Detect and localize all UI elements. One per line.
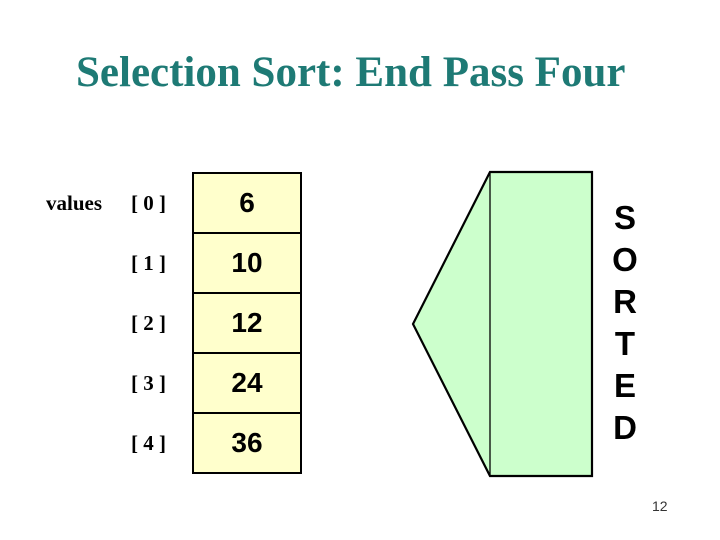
sorted-letter: R — [613, 283, 637, 320]
array-row: [ 3 ] 24 — [117, 352, 302, 414]
sorted-letter: D — [613, 409, 637, 446]
page-number: 12 — [652, 498, 668, 514]
sorted-letter: T — [614, 325, 636, 362]
array-index-label: [ 0 ] — [131, 190, 166, 215]
array-cell: 36 — [192, 412, 302, 474]
pentagon-body — [411, 170, 594, 478]
array-index-label: [ 1 ] — [131, 250, 166, 275]
left-pointing-pentagon-icon — [411, 170, 594, 478]
array-row: [ 2 ] 12 — [117, 292, 302, 354]
array-table: [ 0 ] 6 [ 1 ] 10 [ 2 ] 12 [ 3 ] 24 [ 4 ]… — [117, 172, 302, 474]
array-cell: 12 — [192, 292, 302, 354]
sorted-letter: E — [613, 367, 636, 404]
sorted-letter: O — [612, 241, 638, 278]
slide-title: Selection Sort: End Pass Four — [76, 49, 626, 96]
array-index-label: [ 3 ] — [131, 370, 166, 395]
array-row: [ 4 ] 36 — [117, 412, 302, 474]
array-index-label: [ 2 ] — [131, 310, 166, 335]
array-cell: 6 — [192, 172, 302, 234]
sorted-letter: S — [613, 199, 636, 236]
array-index-label: [ 4 ] — [131, 430, 166, 455]
array-name-label: values — [46, 191, 103, 215]
sorted-arrow-shape — [409, 168, 597, 481]
array-row: [ 0 ] 6 — [117, 172, 302, 234]
array-cell: 10 — [192, 232, 302, 294]
array-cell: 24 — [192, 352, 302, 414]
array-row: [ 1 ] 10 — [117, 232, 302, 294]
